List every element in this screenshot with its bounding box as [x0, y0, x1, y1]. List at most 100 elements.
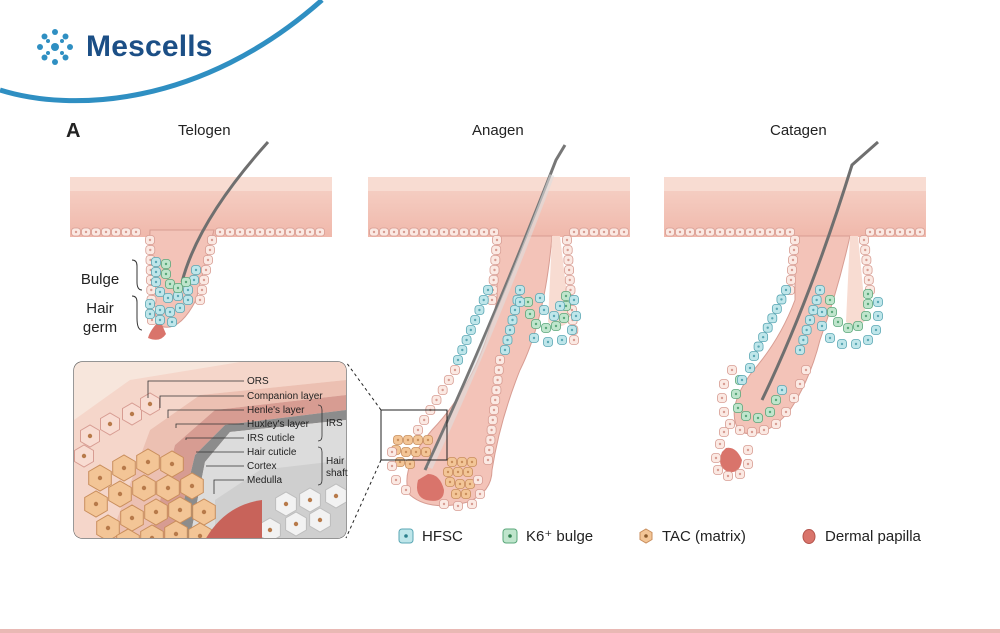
matrix-cell: [116, 528, 140, 538]
matrix-cell-nucleus: [145, 459, 151, 465]
k6-bulge-cell-nucleus: [866, 292, 870, 296]
outer-root-sheath-cell-nucleus: [714, 456, 718, 460]
panel-letter: A: [66, 120, 81, 142]
epidermal-cell-nucleus: [382, 230, 386, 234]
outer-root-sheath-cell-nucleus: [762, 428, 766, 432]
epidermal-cell-nucleus: [788, 230, 792, 234]
epidermal-cell-nucleus: [898, 230, 902, 234]
k6-bulge-cell-nucleus: [774, 398, 778, 402]
epidermal-cell-nucleus: [442, 230, 446, 234]
hfsc-cell-nucleus: [542, 308, 546, 312]
hfsc-cell-nucleus: [461, 348, 464, 352]
hfsc-cell-nucleus: [154, 270, 158, 274]
outer-root-sheath-cell-nucleus: [200, 288, 204, 292]
hfsc-cell-nucleus: [192, 278, 196, 282]
inset-label-4: IRS cuticle: [247, 433, 295, 444]
outer-root-sheath-cell-nucleus: [488, 448, 491, 452]
k6-bulge-cell-nucleus: [866, 302, 870, 306]
hfsc-cell-nucleus: [178, 306, 182, 310]
hfsc-cell-nucleus: [176, 294, 180, 298]
epidermal-cell-nucleus: [678, 230, 682, 234]
epidermal-cell-nucleus: [868, 230, 872, 234]
outer-root-sheath-cell-nucleus: [722, 430, 726, 434]
epidermal-cell-nucleus: [738, 230, 742, 234]
outer-root-sheath-cell-nucleus: [490, 428, 493, 432]
hfsc-cell-nucleus: [560, 338, 564, 342]
hfsc-cell-nucleus: [748, 366, 752, 370]
outer-root-sheath-cell-nucleus: [716, 468, 720, 472]
matrix-cell-nucleus: [149, 535, 155, 538]
brand-name[interactable]: Mescells: [86, 30, 213, 63]
outer-root-sheath-cell-nucleus: [208, 248, 212, 252]
outer-root-sheath-cell-nucleus: [456, 504, 460, 508]
k6-bulge-cell-nucleus: [168, 282, 172, 286]
outer-root-sheath-cell-nucleus: [864, 248, 867, 252]
outer-root-sheath-cell-nucleus: [567, 258, 570, 262]
outer-root-sheath-cell-nucleus: [441, 388, 444, 392]
hfsc-cell-nucleus: [518, 300, 522, 304]
hfsc-cell-nucleus: [513, 308, 517, 312]
stage-title-catagen: Catagen: [770, 122, 827, 139]
ors-cell-nucleus: [129, 411, 135, 417]
epidermal-cell-nucleus: [612, 230, 616, 234]
legend-label-hfsc: HFSC: [422, 527, 463, 545]
outer-root-sheath-cell-nucleus: [492, 278, 495, 282]
epidermal-cell-nucleus: [748, 230, 752, 234]
hfsc-cell-nucleus: [752, 354, 756, 358]
outer-root-sheath-cell-nucleus: [494, 258, 497, 262]
matrix-cell-nucleus: [141, 485, 147, 491]
inset-dermal-papilla: [205, 500, 262, 538]
hfsc-cell-nucleus: [766, 326, 769, 329]
hfsc-cell-nucleus: [570, 328, 574, 332]
hfsc-cell-nucleus: [508, 328, 512, 332]
outer-root-sheath-cell-nucleus: [206, 258, 210, 262]
cortex-cell-nucleus: [283, 501, 289, 507]
hfsc-cell-nucleus: [574, 314, 578, 318]
cortex-cell-nucleus: [317, 517, 323, 523]
matrix-cell-nucleus: [201, 509, 207, 515]
outer-root-sheath-cell-nucleus: [738, 472, 742, 476]
matrix-cell-nucleus: [126, 540, 130, 544]
outer-root-sheath-cell-nucleus: [198, 298, 202, 302]
outer-root-sheath-cell-nucleus: [730, 368, 734, 372]
hfsc-cell-nucleus: [866, 338, 870, 342]
epidermal-cell-nucleus: [104, 230, 108, 234]
epidermal-cell-nucleus: [572, 230, 576, 234]
hfsc-cell-nucleus: [815, 298, 818, 302]
k6-bulge-cell-nucleus: [768, 410, 772, 414]
outer-root-sheath-cell-nucleus: [565, 238, 569, 242]
hfsc-cell-nucleus: [784, 288, 788, 292]
k6-bulge-cell-nucleus: [164, 272, 168, 276]
hfsc-cell-nucleus: [558, 304, 562, 308]
hfsc-cell-nucleus: [473, 318, 477, 322]
inset-label-5: Hair cuticle: [247, 447, 297, 458]
hair-germ-label: Hair germ: [82, 300, 118, 336]
outer-root-sheath-cell-nucleus: [150, 318, 154, 322]
ors-cell-nucleus: [147, 401, 153, 407]
hfsc-cell-nucleus: [154, 280, 158, 284]
outer-root-sheath-cell-nucleus: [491, 418, 494, 422]
inset-label-3: Huxley's layer: [247, 419, 310, 430]
k6-bulge-cell-nucleus: [756, 416, 760, 420]
tac-cell-nucleus: [446, 470, 450, 474]
outer-root-sheath-cell-nucleus: [792, 396, 796, 400]
tac-cell-nucleus: [404, 450, 408, 454]
epidermal-cell-nucleus: [728, 230, 732, 234]
epidermal-cell-nucleus: [492, 230, 496, 234]
matrix-cell-nucleus: [197, 533, 203, 538]
outer-root-sheath-cell-nucleus: [202, 278, 206, 282]
hfsc-cell-nucleus: [503, 348, 507, 352]
epidermal-cell-nucleus: [432, 230, 436, 234]
hfsc-cell-nucleus: [518, 288, 522, 292]
outer-root-sheath-cell-nucleus: [490, 298, 494, 302]
k6-bulge-cell-nucleus: [734, 392, 738, 396]
outer-root-sheath-cell-nucleus: [404, 488, 408, 492]
outer-root-sheath-cell-nucleus: [720, 396, 724, 400]
tac-cell-nucleus: [468, 482, 472, 486]
epidermal-cell-nucleus: [124, 230, 128, 234]
hfsc-cell-nucleus: [486, 288, 490, 292]
outer-root-sheath-cell-nucleus: [804, 368, 808, 372]
epidermal-cell-nucleus: [422, 230, 426, 234]
outer-root-sheath-cell-nucleus: [493, 268, 496, 272]
